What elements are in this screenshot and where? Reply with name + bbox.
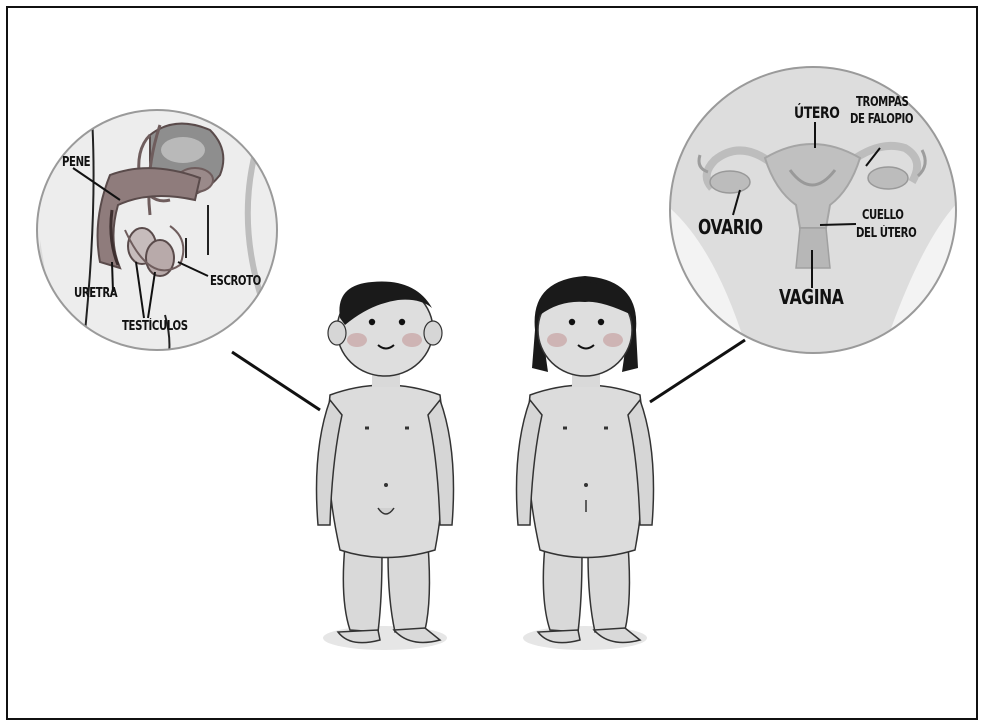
label-trompas-line1: TROMPAS	[856, 96, 908, 110]
girl-figure	[517, 276, 654, 650]
label-vagina: VAGINA	[779, 286, 843, 308]
label-cuello-line2: DEL ÚTERO	[856, 227, 916, 241]
label-trompas-line2: DE FALOPIO	[850, 113, 913, 127]
male-anatomy-circle	[37, 90, 350, 360]
label-pene: PENE	[62, 156, 90, 170]
boy-figure	[317, 282, 454, 650]
label-uretra: URETRA	[74, 287, 117, 301]
label-cuello-line1: CUELLO	[862, 209, 903, 223]
connector-line-right	[650, 340, 745, 402]
label-escroto: ESCROTO	[210, 275, 261, 289]
label-testiculos: TESTÍCULOS	[122, 320, 188, 334]
label-utero: ÚTERO	[794, 104, 839, 122]
label-ovario: OVARIO	[698, 216, 763, 238]
connector-line-left	[232, 352, 320, 410]
